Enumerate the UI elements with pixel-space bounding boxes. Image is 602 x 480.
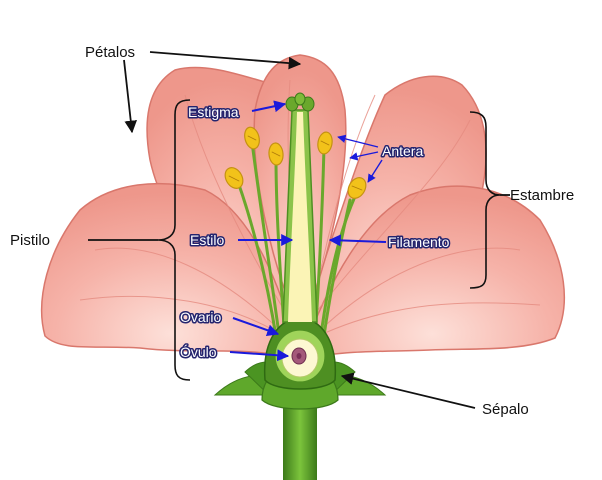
antera-arrow-1 <box>337 134 379 148</box>
sepalo-label: Sépalo <box>482 401 529 418</box>
ovario-label: Ovario <box>180 309 221 325</box>
ovulo-arrow <box>229 349 290 362</box>
filamento-arrow <box>328 234 387 247</box>
antera-arrow-2 <box>349 151 379 161</box>
antera-label: Antera <box>382 143 423 159</box>
petalos-label: Pétalos <box>85 44 135 61</box>
filamento-label: Filamento <box>388 234 450 250</box>
anthers <box>224 126 367 199</box>
estigma-label: Estigma <box>188 104 239 120</box>
ovario-arrow <box>232 317 280 337</box>
petalos-arrow-down <box>123 59 138 134</box>
sepalo-arrow <box>340 372 476 409</box>
antera-arrow-3 <box>367 159 383 183</box>
estambre-label: Estambre <box>510 187 574 204</box>
petalos-arrow-right <box>149 51 302 70</box>
pistilo-label: Pistilo <box>10 232 50 249</box>
estilo-label: Estilo <box>190 232 224 248</box>
pistil <box>263 92 337 390</box>
estigma-arrow <box>251 100 287 113</box>
ovulo-label: Óvulo <box>180 344 217 360</box>
stigma <box>285 92 315 112</box>
